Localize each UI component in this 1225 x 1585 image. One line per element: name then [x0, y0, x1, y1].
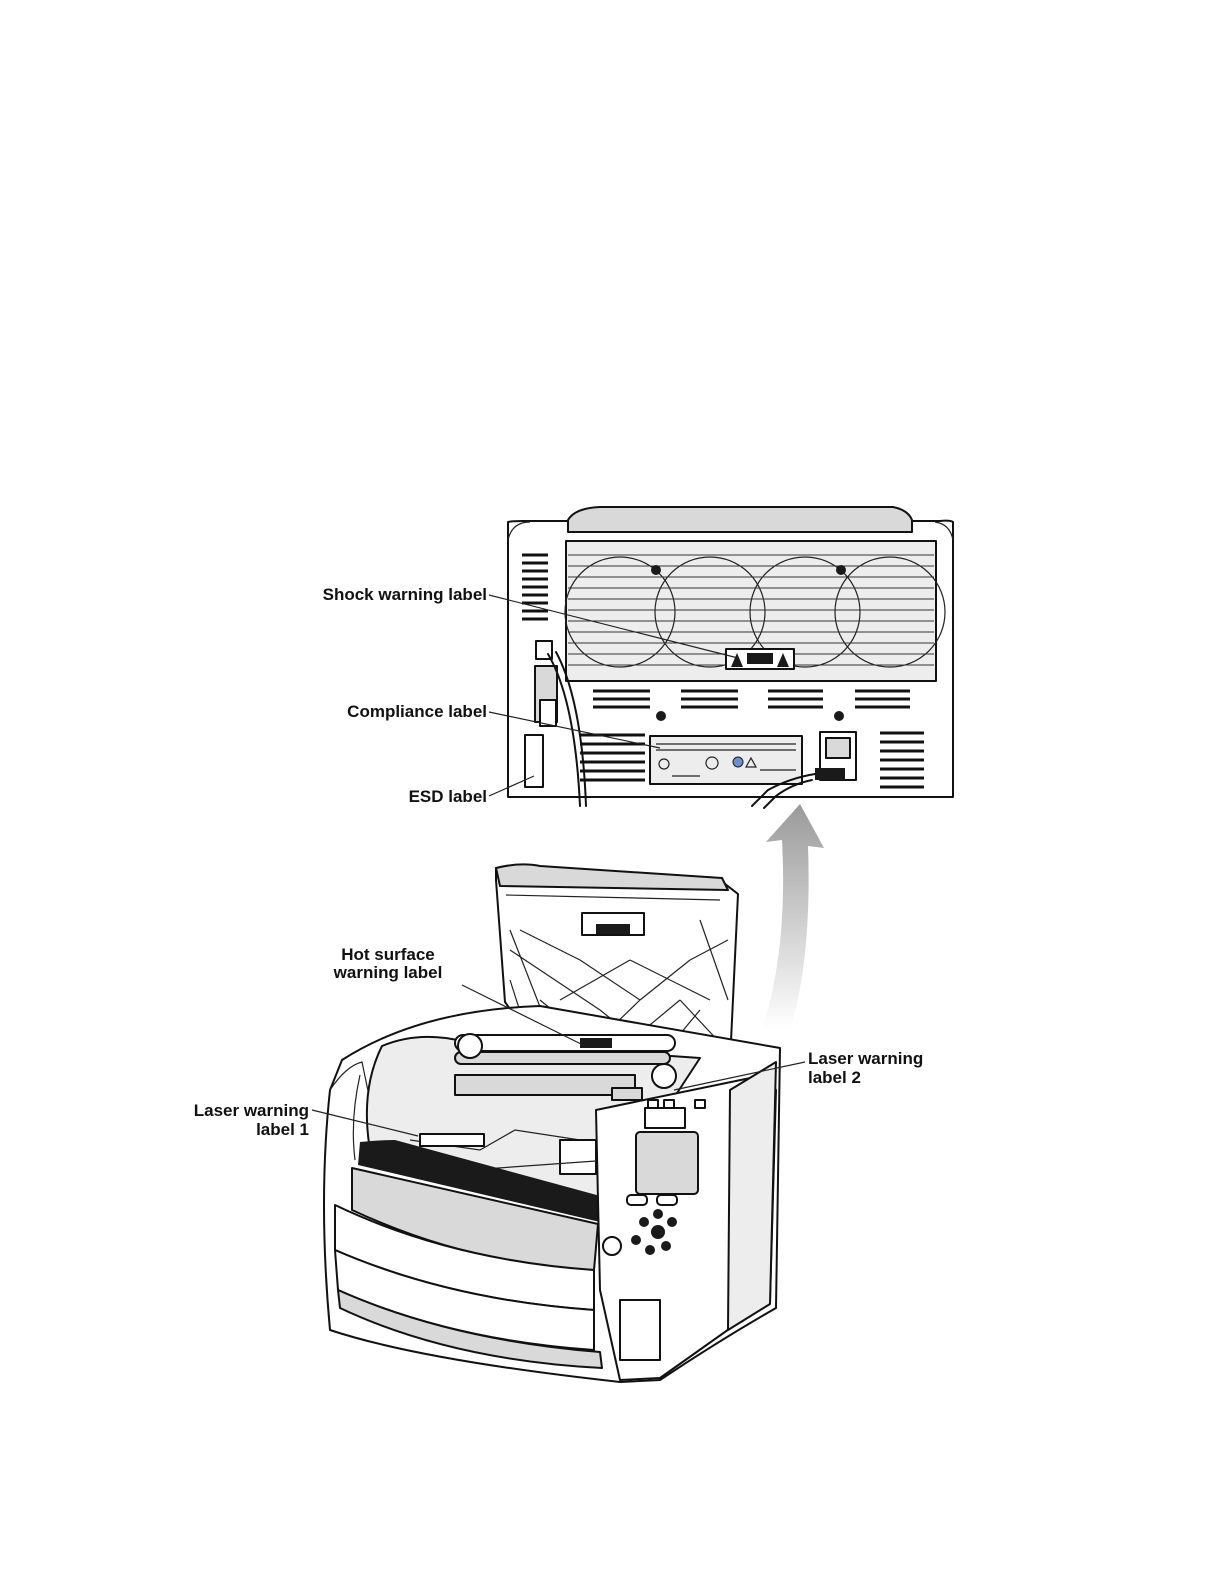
printer-front-illustration — [324, 864, 780, 1382]
compliance-label-text: Compliance label — [347, 702, 487, 721]
laser-warning-2-line2: label 2 — [808, 1068, 861, 1087]
hot-surface-label-line1: Hot surface — [341, 945, 435, 964]
shock-warning-sticker — [726, 649, 794, 669]
laser-warning-2-line1: Laser warning — [808, 1049, 923, 1068]
laser-warning-1-line1: Laser warning — [194, 1101, 309, 1120]
rotate-view-arrow — [762, 804, 824, 1030]
printer-rear-illustration — [508, 507, 953, 808]
shock-warning-label-text: Shock warning label — [323, 585, 487, 604]
esd-label-text: ESD label — [409, 787, 487, 806]
laser-warning-1-line2: label 1 — [256, 1120, 309, 1139]
compliance-plate — [650, 736, 802, 784]
hot-surface-label-line2: warning label — [333, 963, 443, 982]
